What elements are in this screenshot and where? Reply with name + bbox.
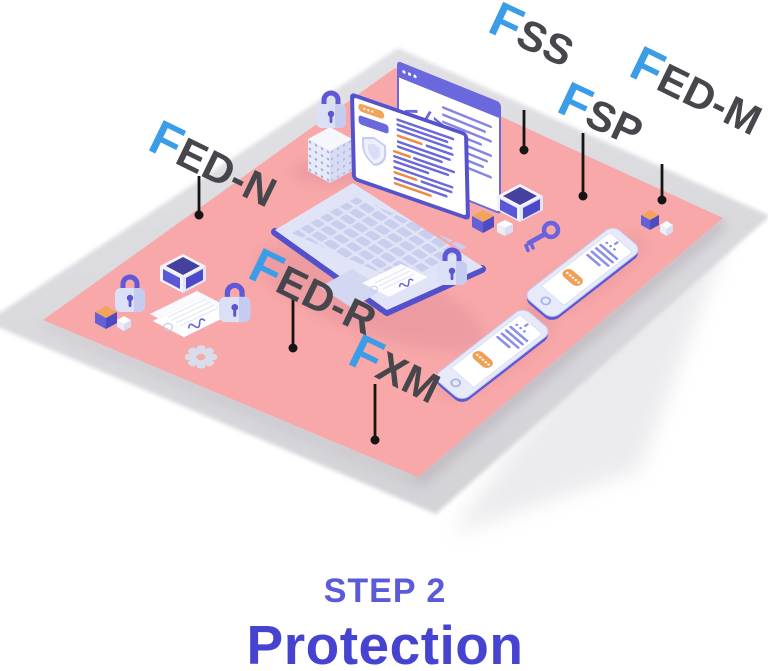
- callout-label-fss: FSS: [481, 0, 583, 78]
- dotted-pedestal-cube: [308, 127, 352, 183]
- step-label: STEP 2: [324, 572, 447, 610]
- smartphone: [526, 227, 639, 320]
- open-cube-left: [160, 254, 206, 293]
- callout-dot-fsp: [578, 191, 588, 201]
- laptop-screen: [350, 93, 470, 220]
- small-cube-orange: [472, 210, 494, 233]
- home-button[interactable]: [450, 378, 462, 388]
- gear-icon: [185, 345, 217, 369]
- document-lines: [167, 298, 219, 327]
- small-cube-white: [660, 221, 673, 236]
- login-form: [358, 103, 389, 134]
- key-icon: [524, 220, 561, 253]
- page-title: Protection: [247, 614, 524, 671]
- home-button[interactable]: [540, 296, 552, 306]
- small-cube-orange: [95, 306, 117, 329]
- document-seal: [162, 322, 174, 332]
- laptop: [271, 93, 486, 316]
- open-cube-right: [497, 184, 543, 222]
- code-lines: [393, 118, 456, 198]
- laptop-keys: [292, 197, 467, 283]
- callout-dot-fed-m: [657, 195, 667, 205]
- laptop-trackpad: [320, 269, 384, 308]
- callout-dot-fss: [519, 145, 529, 155]
- signature: [398, 278, 414, 288]
- smartphone: [436, 309, 549, 402]
- platform-edge-shadow: [414, 218, 727, 485]
- callout-pointers: [197, 110, 664, 437]
- callout-dots: [194, 145, 667, 445]
- small-cube-white: [117, 316, 131, 331]
- window-dots-icon: [402, 70, 417, 79]
- callout-dot-fed-r: [288, 343, 298, 353]
- phone-text-lines: [496, 323, 529, 349]
- speaker: [613, 241, 619, 246]
- signed-document: [149, 290, 232, 338]
- callout-dot-fxm: [370, 435, 380, 445]
- login-button[interactable]: [358, 115, 389, 134]
- callout-dot-fed-n: [194, 210, 204, 220]
- small-cube-white: [497, 220, 513, 236]
- phone-text-lines: [586, 241, 619, 267]
- speaker: [523, 323, 529, 328]
- platform-edge-shadow-left: [41, 321, 420, 484]
- signature: [188, 318, 206, 329]
- small-cube-orange: [641, 210, 659, 230]
- document-under-laptop: [361, 263, 429, 298]
- callout-label-fed-m: FED-M: [622, 36, 768, 146]
